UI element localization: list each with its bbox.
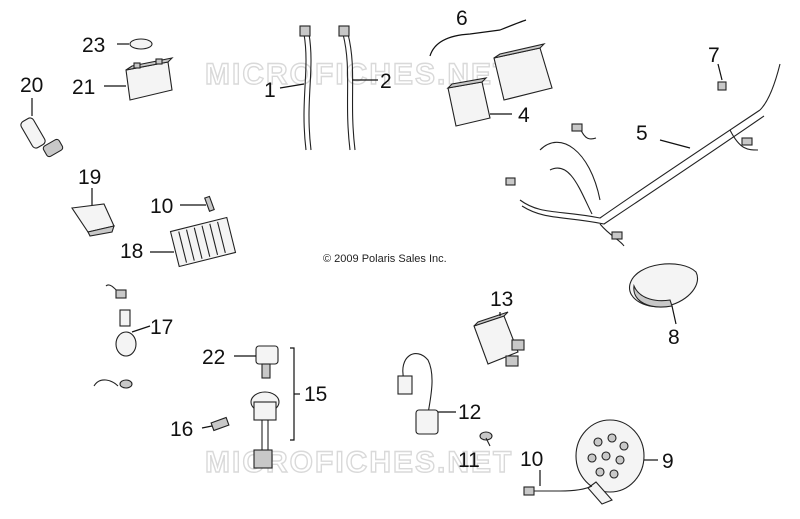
callout-7: 7 [708,44,720,67]
part-21-battery [104,57,174,101]
part-11-bolt [479,431,493,447]
part-10-wire-lower [523,470,593,496]
part-10-screw-upper [180,195,215,212]
callout-9: 9 [662,450,674,473]
part-6-wire-harness [505,63,781,247]
part-16-clip [201,416,230,432]
callout-10-lower: 10 [520,448,543,471]
callout-15: 15 [304,383,327,406]
part-1-wire-lead [279,25,312,151]
callout-4: 4 [518,104,530,127]
callout-19: 19 [78,166,101,189]
part-13-relay [473,311,525,367]
part-4-cdi-box [446,77,512,127]
part-15-ignition-switch [250,347,300,469]
part-19-cover [71,188,115,237]
part-17-key-switch [93,284,151,389]
callout-8: 8 [668,326,680,349]
callout-22: 22 [202,346,225,369]
callout-18: 18 [120,240,143,263]
callout-5: 6 [456,7,468,30]
part-8-taillight [629,263,698,325]
part-18-regulator [150,216,237,268]
callout-6: 5 [636,122,648,145]
part-12-ignition-coil [397,353,456,435]
callout-10-upper: 10 [150,195,173,218]
callout-11: 11 [458,449,480,472]
part-20-fuse-holder [20,98,64,158]
part-2-wire-lead [338,25,378,151]
callout-17: 17 [150,316,173,339]
part-22-key [234,345,279,379]
callout-12: 12 [458,401,481,424]
callout-1: 1 [264,79,276,102]
callout-13: 13 [490,288,513,311]
part-5-cdi-assembly [429,19,553,101]
part-7-connector [717,63,727,91]
callout-2: 2 [380,70,392,93]
callout-21: 21 [72,76,95,99]
callout-20: 20 [20,74,43,97]
part-23-o-ring [117,38,153,50]
copyright-notice: © 2009 Polaris Sales Inc. [323,253,447,265]
callout-23: 23 [82,34,105,57]
callout-16: 16 [170,418,193,441]
part-9-horn [575,419,658,505]
